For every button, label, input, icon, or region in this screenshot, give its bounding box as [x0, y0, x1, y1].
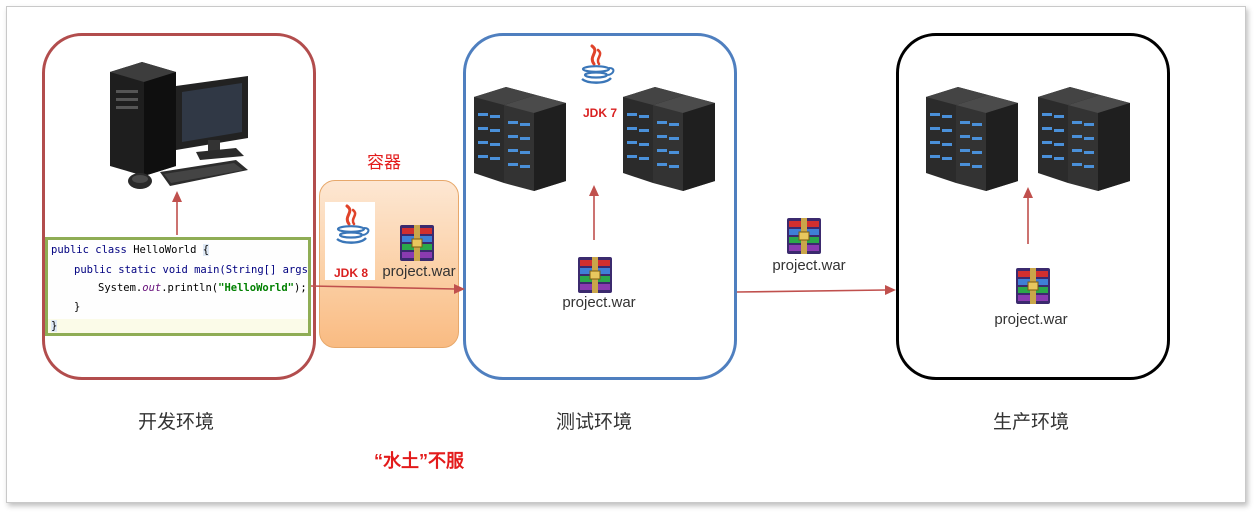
server-icon: [926, 87, 1018, 191]
prod-environment-label: 生产环境: [992, 412, 1070, 433]
prod-war-label: project.war: [994, 311, 1068, 328]
java-logo-icon: [580, 44, 615, 85]
transfer-war-label: project.war: [772, 257, 846, 274]
code-brace: {: [202, 244, 210, 256]
code-text: System.: [98, 282, 143, 294]
arrow-right: [310, 285, 456, 290]
server-icon: [474, 87, 566, 191]
code-classname: HelloWorld: [133, 244, 203, 256]
server-icon: [1038, 87, 1130, 191]
code-string: "HelloWorld": [218, 282, 294, 294]
slogan-label: “水土”不服: [374, 451, 464, 471]
code-line: }: [74, 301, 81, 313]
test-environment-label: 测试环境: [555, 412, 633, 433]
prod-environment-box: [896, 33, 1170, 380]
code-line: System.out.println("HelloWorld");: [98, 282, 307, 294]
code-text: .println(: [161, 282, 219, 294]
jdk8-label: JDK 8: [333, 266, 369, 280]
container-war-label: project.war: [382, 263, 456, 280]
code-text: );: [294, 282, 307, 294]
dev-environment-label: 开发环境: [137, 412, 215, 433]
war-archive-icon: [1015, 267, 1051, 305]
server-icon: [623, 87, 715, 191]
code-line: }: [51, 320, 58, 332]
code-keyword: public class: [51, 244, 134, 256]
arrow-right: [736, 289, 887, 293]
code-field: out: [142, 282, 162, 294]
current-line-highlight: [48, 319, 308, 333]
code-line: public static void main(String[] args) {: [74, 264, 311, 276]
container-label: 容器: [367, 153, 401, 172]
war-archive-icon: [577, 256, 613, 294]
war-archive-icon: [786, 217, 822, 255]
computer-icon: [110, 62, 248, 189]
code-editor: public class HelloWorld { public static …: [45, 237, 311, 336]
code-line: public class HelloWorld {: [51, 244, 210, 256]
jdk7-label: JDK 7: [582, 106, 618, 120]
test-war-label: project.war: [562, 294, 636, 311]
war-archive-icon: [399, 224, 435, 262]
